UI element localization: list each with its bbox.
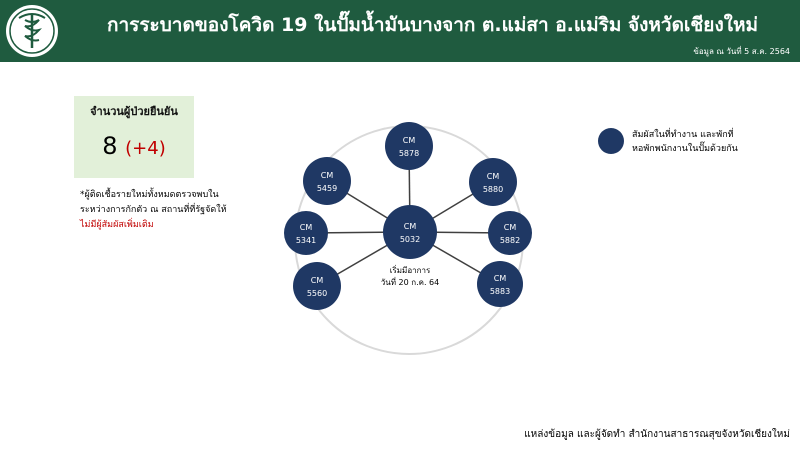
node-5883: CM 5883 [477, 261, 523, 307]
node-5880: CM 5880 [469, 158, 517, 206]
node-5560-label-prefix: CM [311, 276, 324, 285]
node-5459: CM 5459 [303, 157, 351, 205]
confirmed-cases-value: 8 (+4) [74, 132, 194, 160]
node-5878-label-prefix: CM [403, 136, 416, 145]
onset-line-2: วันที่ 20 ก.ค. 64 [381, 276, 440, 287]
node-5882: CM 5882 [488, 211, 532, 255]
node-center-5032-circle [383, 205, 437, 259]
node-5883-circle [477, 261, 523, 307]
ministry-logo [6, 5, 58, 57]
node-5341-circle [284, 211, 328, 255]
node-5882-circle [488, 211, 532, 255]
legend-swatch [598, 128, 624, 154]
page-title: การระบาดของโควิด 19 ในปั๊มน้ำมันบางจาก ต… [106, 14, 759, 36]
header-bar: การระบาดของโควิด 19 ในปั๊มน้ำมันบางจาก ต… [0, 0, 800, 62]
node-5459-label-id: 5459 [317, 184, 337, 193]
note-line-2: ระหว่างการกักตัว ณ สถานที่ที่รัฐจัดให้ [80, 205, 227, 215]
node-5883-label-prefix: CM [494, 274, 507, 283]
node-5341-label-prefix: CM [300, 223, 313, 232]
node-5882-label-id: 5882 [500, 236, 520, 245]
note-text: *ผู้ติดเชื้อรายใหม่ทั้งหมดตรวจพบใน ระหว่… [80, 188, 290, 233]
legend-line-2: หอพักพนักงานในปั๊มด้วยกัน [632, 144, 738, 154]
node-5459-label-prefix: CM [321, 171, 334, 180]
node-5880-label-id: 5880 [483, 185, 503, 194]
node-5880-circle [469, 158, 517, 206]
legend-text: สัมผัสในที่ทำงาน และพักที่ หอพักพนักงานใ… [632, 128, 772, 156]
node-5878-label-id: 5878 [399, 149, 419, 158]
node-5880-label-prefix: CM [487, 172, 500, 181]
node-5560-circle [293, 262, 341, 310]
node-5878: CM 5878 [385, 122, 433, 170]
legend-line-1: สัมผัสในที่ทำงาน และพักที่ [632, 130, 734, 140]
node-5560: CM 5560 [293, 262, 341, 310]
confirmed-count: 8 [102, 132, 118, 160]
note-line-1: *ผู้ติดเชื้อรายใหม่ทั้งหมดตรวจพบใน [80, 190, 219, 200]
source-footer: แหล่งข้อมูล และผู้จัดทำ สำนักงานสาธารณสุ… [524, 429, 790, 440]
node-5883-label-id: 5883 [490, 287, 510, 296]
node-5882-label-prefix: CM [504, 223, 517, 232]
node-center-5032-label-id: 5032 [400, 235, 420, 244]
confirmed-cases-title: จำนวนผู้ป่วยยืนยัน [90, 105, 178, 118]
confirmed-cases-box: จำนวนผู้ป่วยยืนยัน 8 (+4) [74, 96, 194, 178]
node-center-5032: CM 5032 [383, 205, 437, 259]
note-line-3: ไม่มีผู้สัมผัสเพิ่มเติม [80, 220, 154, 230]
node-5878-circle [385, 122, 433, 170]
node-5341: CM 5341 [284, 211, 328, 255]
onset-line-1: เริ่มมีอาการ [390, 264, 431, 275]
node-5459-circle [303, 157, 351, 205]
node-5560-label-id: 5560 [307, 289, 327, 298]
node-center-5032-label-prefix: CM [404, 222, 417, 231]
nodes-group: CM5032CM5878CM5459CM5341CM5560CM5880CM58… [284, 122, 532, 310]
confirmed-delta: (+4) [125, 138, 166, 159]
data-date: ข้อมูล ณ วันที่ 5 ส.ค. 2564 [693, 47, 790, 56]
node-5341-label-id: 5341 [296, 236, 316, 245]
